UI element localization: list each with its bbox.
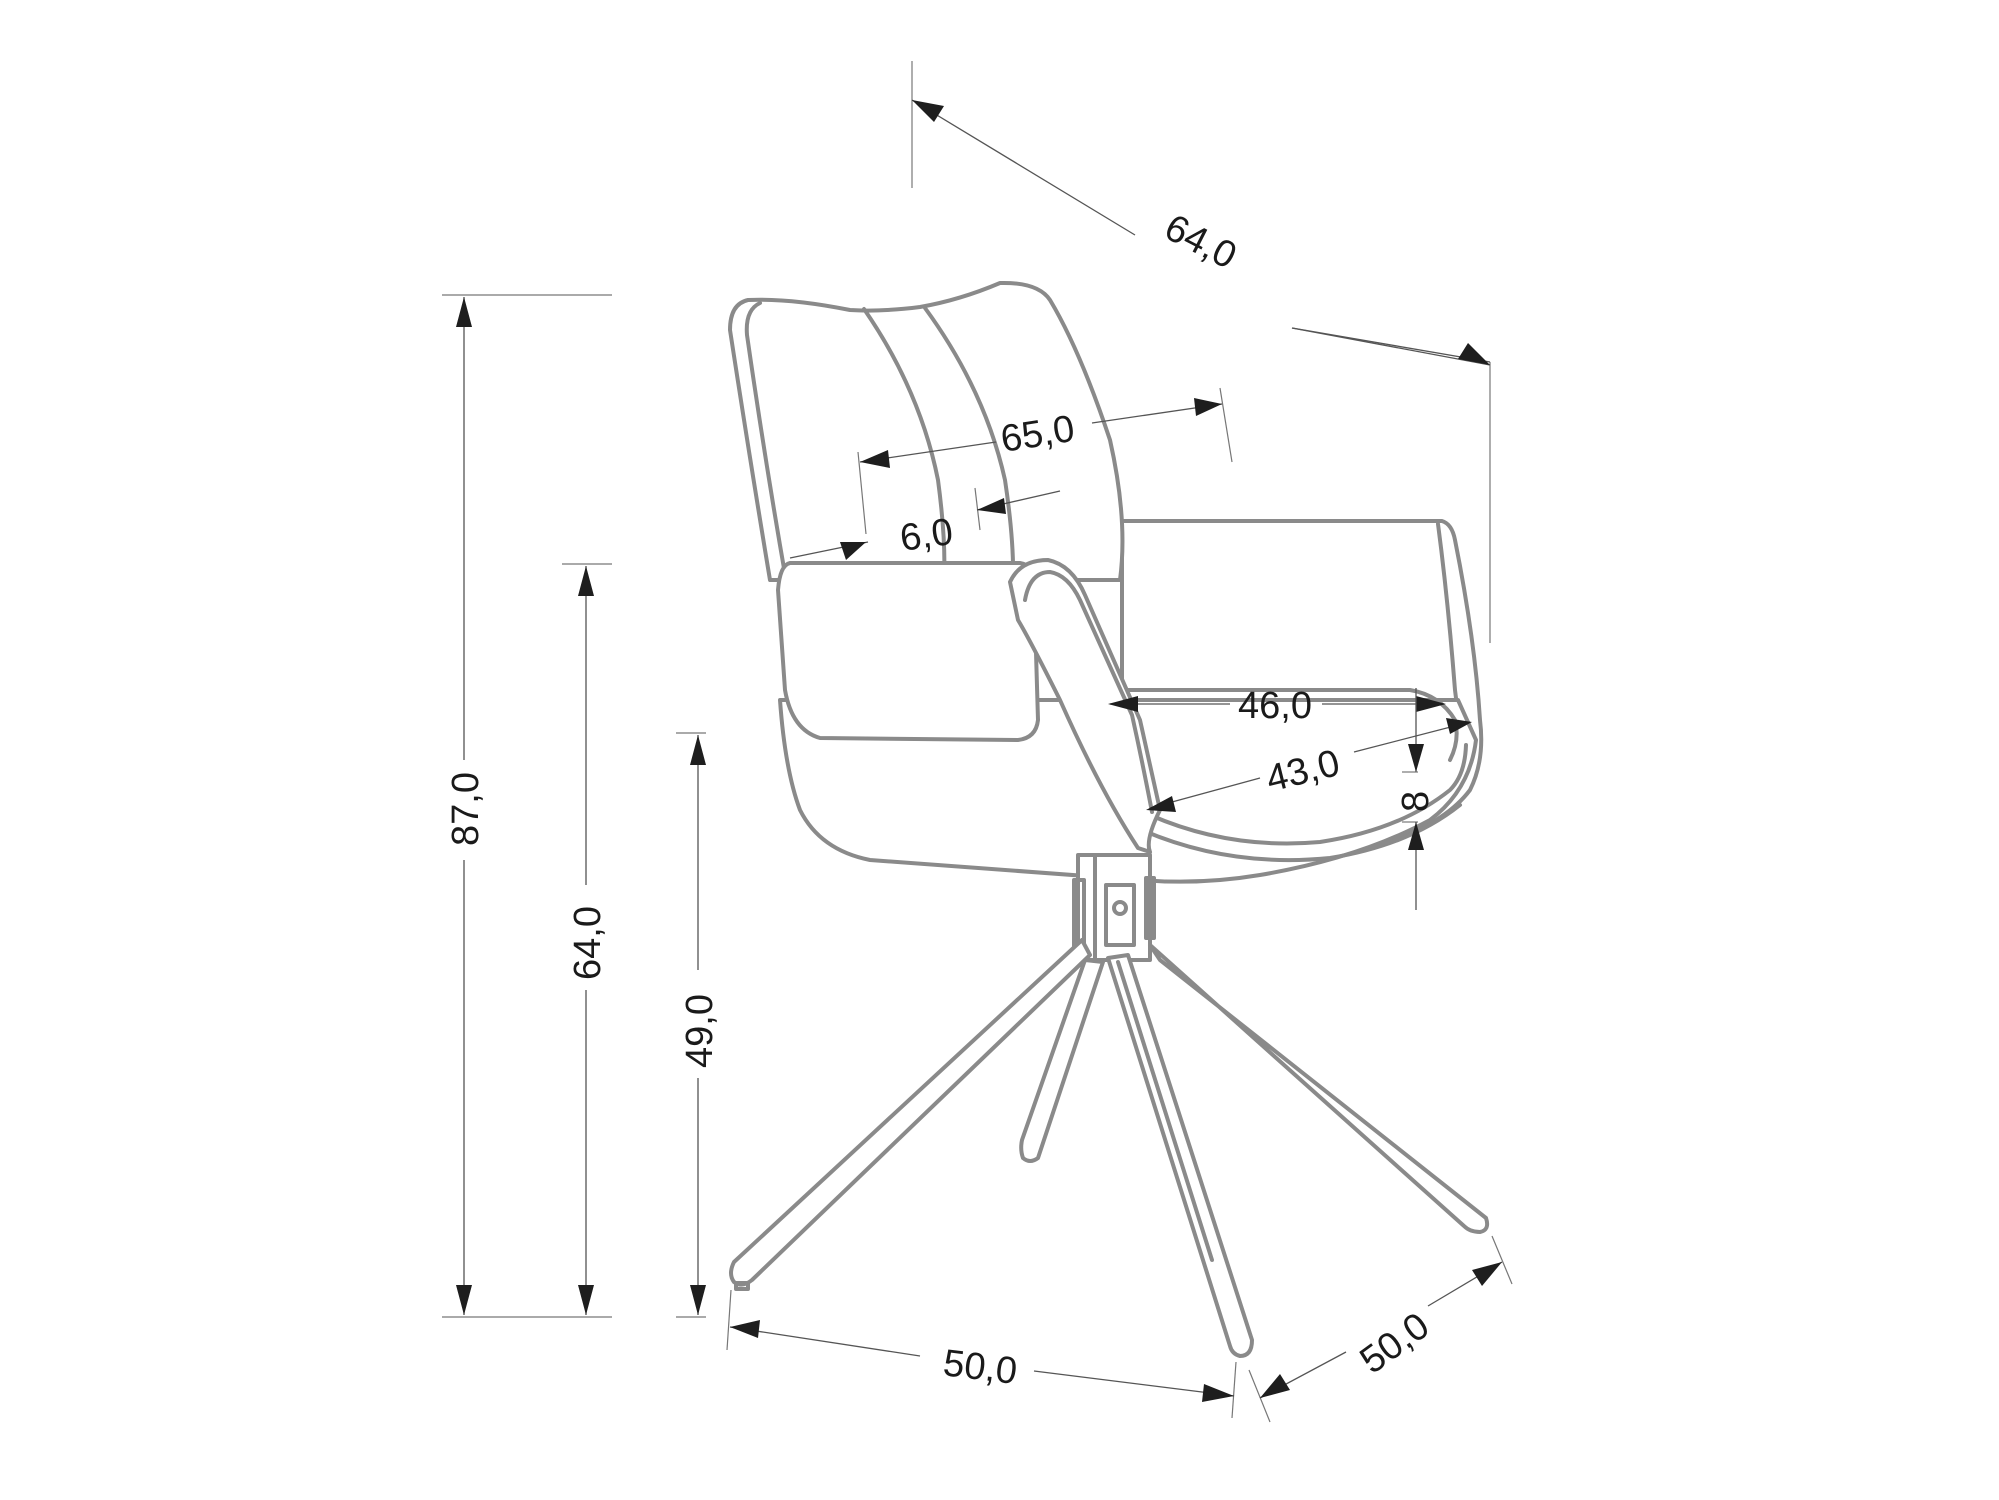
leg-front-left bbox=[729, 938, 1092, 1287]
dimension-base-depth: 50,0 bbox=[1248, 1235, 1513, 1423]
arrow-icon bbox=[690, 735, 706, 765]
arrow-icon bbox=[1408, 744, 1424, 772]
front-armrest-pad bbox=[776, 561, 1040, 742]
arrow-icon bbox=[977, 498, 1006, 514]
leg-back bbox=[1019, 958, 1105, 1163]
dim-label-seat-width: 46,0 bbox=[1238, 685, 1312, 727]
arrow-icon bbox=[456, 1285, 472, 1315]
arrow-icon bbox=[1408, 822, 1424, 850]
dimension-backrest-thickness: 6,0 bbox=[789, 487, 1061, 560]
column-bracket-right bbox=[1144, 876, 1156, 940]
backrest-channel-right bbox=[923, 306, 1016, 582]
arrow-icon bbox=[1108, 696, 1138, 712]
dim-label-base-width: 50,0 bbox=[941, 1342, 1020, 1393]
dimension-seat-height: 49,0 bbox=[676, 732, 721, 1318]
arrow-icon bbox=[578, 1285, 594, 1315]
dimension-seat-thickness: 8 bbox=[1395, 688, 1437, 910]
leg-front-center-edge bbox=[1116, 960, 1214, 1262]
dimension-base-width: 50,0 bbox=[726, 1289, 1237, 1419]
dimension-total-height: 87,0 bbox=[442, 294, 612, 1318]
dim-label-seat-height: 49,0 bbox=[679, 994, 721, 1068]
seat-cushion-front-2 bbox=[1140, 803, 1462, 863]
arrow-icon bbox=[1416, 696, 1446, 712]
dim-label-overall-depth: 64,0 bbox=[1158, 207, 1243, 278]
leg-front-left-foot bbox=[734, 1281, 750, 1291]
chair-outline bbox=[728, 280, 1490, 1358]
front-arm-sweep-inner bbox=[1023, 570, 1154, 814]
arrow-icon bbox=[690, 1285, 706, 1315]
arrow-icon bbox=[912, 100, 944, 122]
seat-cushion-front bbox=[1148, 743, 1468, 846]
dimension-armrest-height: 64,0 bbox=[562, 563, 612, 1315]
dim-label-seat-thickness: 8 bbox=[1395, 791, 1437, 812]
arrow-icon bbox=[1194, 398, 1222, 416]
arrow-icon bbox=[578, 566, 594, 596]
dimension-seat-width: 46,0 bbox=[1108, 685, 1446, 727]
dimension-overall-width: 65,0 bbox=[857, 387, 1233, 535]
arrow-icon bbox=[1458, 343, 1490, 365]
arrow-icon bbox=[860, 450, 890, 468]
arrow-icon bbox=[840, 542, 866, 560]
swivel-base-legs bbox=[729, 938, 1490, 1358]
dim-label-backrest-thickness: 6,0 bbox=[897, 511, 955, 560]
arrow-icon bbox=[1446, 718, 1472, 734]
backrest-inner-edge bbox=[744, 301, 788, 582]
arrow-icon bbox=[1472, 1262, 1502, 1286]
backrest-channel-left bbox=[862, 307, 947, 582]
dim-label-base-depth: 50,0 bbox=[1353, 1305, 1438, 1382]
dim-label-armrest-height: 64,0 bbox=[567, 906, 609, 980]
arrow-icon bbox=[1260, 1374, 1290, 1398]
arrow-icon bbox=[456, 297, 472, 327]
arrow-icon bbox=[1146, 796, 1176, 812]
arrow-icon bbox=[1202, 1384, 1234, 1402]
column-bolt-icon bbox=[1112, 900, 1128, 916]
leg-right bbox=[1148, 943, 1490, 1234]
front-arm-sweep bbox=[1008, 558, 1162, 854]
dim-label-total-height: 87,0 bbox=[445, 772, 487, 846]
arrow-icon bbox=[730, 1320, 760, 1338]
